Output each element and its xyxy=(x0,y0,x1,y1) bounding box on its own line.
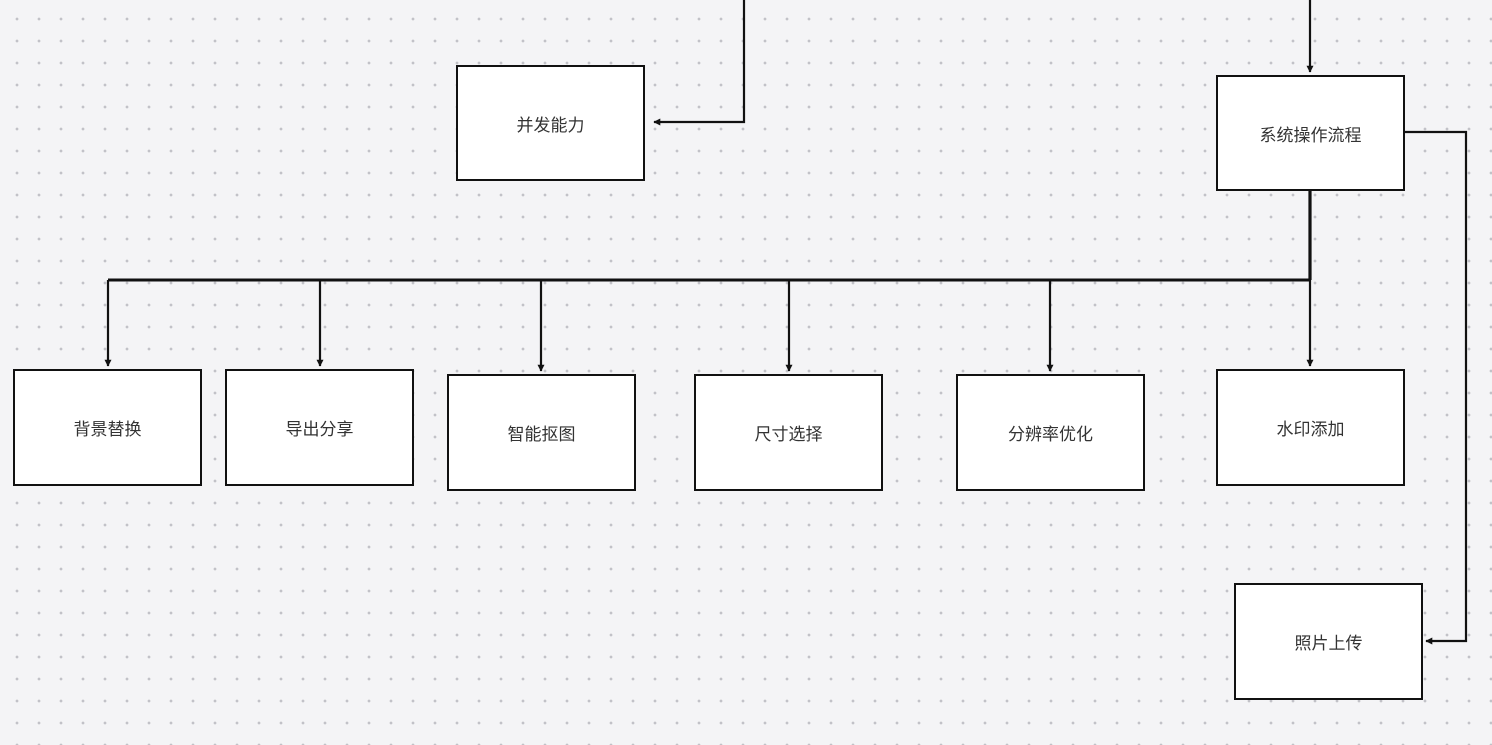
node-system-flow-label: 系统操作流程 xyxy=(1259,125,1362,146)
node-smart-cutout[interactable]: 智能抠图 xyxy=(447,374,636,491)
node-concurrency[interactable]: 并发能力 xyxy=(456,65,645,181)
edge-to-photo-upload[interactable] xyxy=(1403,130,1468,645)
node-watermark-add-label: 水印添加 xyxy=(1276,420,1345,440)
node-smart-cutout-label: 智能抠图 xyxy=(507,425,576,445)
node-size-select-label: 尺寸选择 xyxy=(754,425,823,445)
node-watermark-add[interactable]: 水印添加 xyxy=(1216,369,1405,486)
node-export-share-label: 导出分享 xyxy=(285,420,354,440)
node-resolution-optimize[interactable]: 分辨率优化 xyxy=(956,374,1145,491)
edge-incoming-concurrency[interactable] xyxy=(653,0,746,126)
node-background-replace[interactable]: 背景替换 xyxy=(13,369,202,486)
node-export-share[interactable]: 导出分享 xyxy=(225,369,414,486)
node-concurrency-label: 并发能力 xyxy=(516,115,585,136)
node-background-replace-label: 背景替换 xyxy=(73,420,142,440)
node-resolution-optimize-label: 分辨率优化 xyxy=(1008,425,1093,445)
node-size-select[interactable]: 尺寸选择 xyxy=(694,374,883,491)
node-photo-upload-label: 照片上传 xyxy=(1294,634,1363,654)
node-system-flow[interactable]: 系统操作流程 xyxy=(1216,75,1405,191)
node-photo-upload[interactable]: 照片上传 xyxy=(1234,583,1423,700)
